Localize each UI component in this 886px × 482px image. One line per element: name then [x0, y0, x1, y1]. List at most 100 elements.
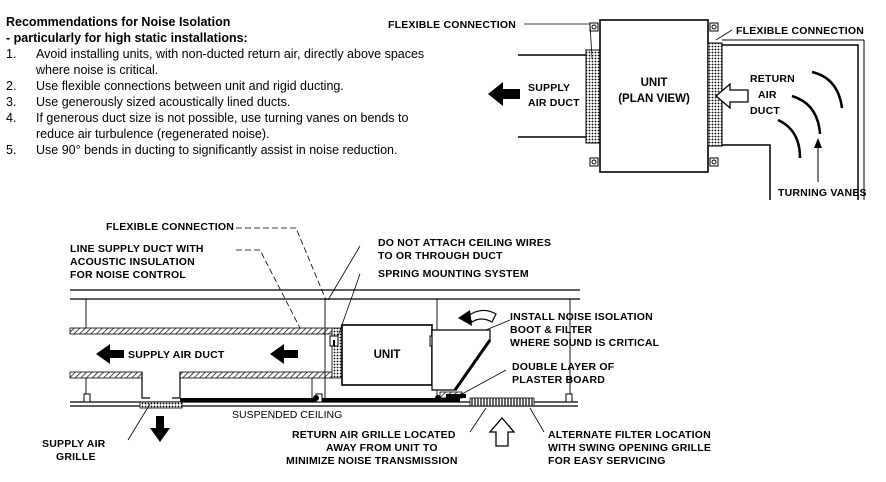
item-text: If generous duct size is not possible, u… [36, 111, 409, 141]
unit-section-box [341, 324, 433, 386]
item-text: Use generously sized acoustically lined … [36, 95, 291, 109]
turning-vane [791, 94, 822, 135]
plaster-board-layer [446, 394, 466, 398]
list-item: 1. Avoid installing units, with non-ducte… [6, 46, 436, 78]
mount-bolt [589, 22, 599, 32]
mount-bolt-hole [591, 159, 597, 165]
alt-filter-leader [529, 407, 545, 433]
supply-grille-label-2: GRILLE [56, 451, 96, 463]
unit-plan-label-1: UNIT [641, 77, 668, 89]
double-layer-label-1: DOUBLE LAYER OF [512, 361, 615, 373]
no-attach-label-1: DO NOT ATTACH CEILING WIRES [378, 237, 551, 249]
boot-filter [453, 339, 492, 391]
notes-subtitle: - particularly for high static installat… [6, 31, 248, 45]
alt-filter-label-3: FOR EASY SERVICING [548, 455, 666, 467]
line-supply-label-3: FOR NOISE CONTROL [70, 269, 186, 281]
ceiling-clip [565, 393, 573, 403]
item-number: 4. [6, 111, 17, 125]
spring-label: SPRING MOUNTING SYSTEM [378, 268, 529, 280]
turning-vane [811, 70, 844, 109]
return-grille-leader [469, 407, 487, 433]
return-label-2: AIR [758, 89, 777, 101]
turning-vane [777, 118, 802, 159]
supply-duct-top-insulation [69, 327, 333, 335]
arrow-up-icon [814, 138, 822, 148]
plaster-leader [461, 369, 507, 395]
list-item: 5. Use 90° bends in ducting to significan… [6, 142, 436, 158]
return-duct-outer-wall [722, 44, 859, 200]
list-item: 2. Use flexible connections between unit … [6, 78, 436, 94]
return-grille-label-1: RETURN AIR GRILLE LOCATED [292, 429, 456, 441]
install-label-2: BOOT & FILTER [510, 324, 593, 336]
no-attach-leader [327, 245, 361, 301]
ceiling-fixing [313, 395, 319, 401]
item-number: 2. [6, 79, 17, 93]
item-number: 1. [6, 47, 17, 61]
list-item: 4. If generous duct size is not possible,… [6, 110, 436, 142]
flex-right-leader [715, 29, 733, 41]
flex-right-label: FLEXIBLE CONNECTION [736, 25, 864, 37]
return-label-1: RETURN [750, 73, 795, 85]
return-grille-label-3: MINIMIZE NOISE TRANSMISSION [286, 455, 458, 467]
supply-airflow-arrow-icon [96, 344, 124, 364]
flex-left-leader [589, 23, 593, 59]
spring-leader [337, 273, 361, 337]
mount-bolt [709, 157, 719, 167]
supply-air-duct-label: SUPPLY AIR DUCT [128, 349, 225, 361]
line-supply-leader [236, 249, 301, 329]
install-label-3: WHERE SOUND IS CRITICAL [510, 337, 660, 349]
supply-air-grille [139, 401, 183, 409]
item-text: Use flexible connections between unit an… [36, 79, 344, 93]
mount-bolt [709, 22, 719, 32]
double-layer-label-2: PLASTER BOARD [512, 374, 605, 386]
return-airflow-arrowhead-icon [458, 310, 472, 326]
notes-list: 1. Avoid installing units, with non-ducte… [6, 46, 436, 158]
alt-filter-label-1: ALTERNATE FILTER LOCATION [548, 429, 711, 441]
alt-filter-label-2: WITH SWING OPENING GRILLE [548, 442, 711, 454]
item-number: 3. [6, 95, 17, 109]
supply-airflow-arrow-icon [488, 82, 520, 106]
turning-vanes-label: TURNING VANES [778, 187, 867, 199]
return-grille-label-2: AWAY FROM UNIT TO [326, 442, 438, 454]
mount-bolt-hole [711, 24, 717, 30]
section-flex-label: FLEXIBLE CONNECTION [106, 221, 234, 233]
supply-label-1: SUPPLY [528, 82, 570, 94]
install-boot-leader [485, 319, 511, 331]
flex-connection-left [585, 49, 601, 144]
plan-view: FLEXIBLE CONNECTION FLEXIBLE CONNECTION … [388, 19, 867, 200]
supply-grille-label-1: SUPPLY AIR [42, 438, 106, 450]
item-text: Avoid installing units, with non-ducted … [36, 47, 425, 77]
notes-title: Recommendations for Noise Isolation [6, 15, 231, 29]
mount-bolt-hole [711, 159, 717, 165]
return-duct-inner-wall [722, 144, 771, 200]
supply-grille-arrow-icon [150, 416, 170, 442]
suspended-ceiling-label: SUSPENDED CEILING [232, 409, 342, 421]
install-label-1: INSTALL NOISE ISOLATION [510, 311, 653, 323]
return-label-3: DUCT [750, 105, 780, 117]
supply-label-2: AIR DUCT [528, 97, 580, 109]
flex-left-label: FLEXIBLE CONNECTION [388, 19, 516, 31]
supply-outlet-wall [141, 372, 150, 399]
no-attach-label-2: TO OR THROUGH DUCT [378, 250, 503, 262]
flex-connection-leader [236, 227, 327, 301]
item-text: Use 90° bends in ducting to significantl… [36, 143, 398, 157]
return-airflow-arrow-icon [715, 82, 749, 110]
return-air-grille [469, 397, 535, 407]
line-supply-label-1: LINE SUPPLY DUCT WITH [70, 243, 204, 255]
supply-airflow-arrow-icon [270, 344, 298, 364]
list-item: 3. Use generously sized acoustically line… [6, 94, 436, 110]
line-supply-label-2: ACOUSTIC INSULATION [70, 256, 195, 268]
unit-plan-box [599, 19, 709, 173]
unit-plan-label-2: (PLAN VIEW) [618, 93, 690, 105]
item-number: 5. [6, 143, 17, 157]
mount-bolt [589, 157, 599, 167]
return-grille-arrow-icon [488, 417, 516, 447]
supply-duct-bottom-insulation [179, 371, 333, 379]
supply-duct-bottom-insulation [69, 371, 143, 379]
section-view: FLEXIBLE CONNECTION LINE SUPPLY DUCT WIT… [42, 221, 711, 467]
noise-isolation-notes: Recommendations for Noise Isolation - pa… [6, 14, 436, 158]
unit-section-label: UNIT [374, 349, 401, 361]
ceiling-fixing [435, 395, 441, 401]
supply-grille-leader [127, 403, 151, 441]
